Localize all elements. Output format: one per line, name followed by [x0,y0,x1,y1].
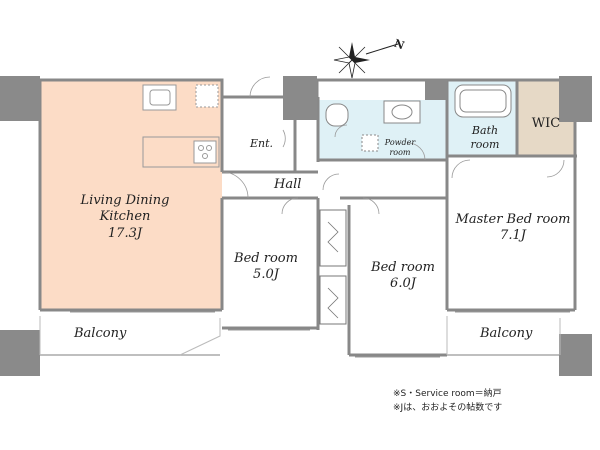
bath-line1: Bath [471,124,499,137]
powder-label: Powder room [380,138,420,158]
bedroom2-label: Bed room 6.0J [364,260,442,293]
master-bedroom-label: Master Bed room 7.1J [450,212,576,245]
bedroom1-name: Bed room [234,251,298,266]
entrance-label: Ent. [250,137,274,150]
wic-label: WIC [531,116,561,131]
stove [193,140,217,164]
column [0,76,40,121]
powder-line1: Powder [384,138,416,147]
column [425,80,447,100]
bath-line2: room [470,137,500,151]
windows [70,311,570,358]
columns [0,76,592,376]
washbasin [391,104,413,120]
bedroom1-size: 5.0J [253,267,279,283]
bedroom2-size: 6.0J [390,276,416,292]
column [559,76,592,122]
ldk-label: Living Dining Kitchen 17.3J [70,193,180,242]
closets [319,209,347,325]
bedroom1-label: Bed room 5.0J [228,251,304,284]
balcony-left-label: Balcony [74,326,127,341]
column [559,334,592,376]
powder-line2: room [389,148,411,157]
master-name: Master Bed room [455,212,571,227]
balcony-rails [39,316,561,356]
ldk-size: 17.3J [107,225,143,241]
toilet [325,103,349,127]
bath-label: Bath room [460,124,510,152]
note-service-room: ※S・Service room＝納戸 [393,389,502,399]
balcony-right-label: Balcony [480,326,533,341]
closet-hatch [327,221,339,319]
bedroom2-name: Bed room [371,260,435,275]
ldk-floor [40,80,222,310]
bath-fixtures [325,84,512,152]
door-swings [221,76,565,215]
master-size: 7.1J [500,228,526,244]
note-j-unit: ※Jは、おおよその帖数です [393,403,503,413]
kitchen-fixtures [142,84,220,168]
hall-label: Hall [274,177,302,192]
ldk-name-line1: Living Dining [80,193,170,208]
compass-icon [333,42,399,79]
column [0,330,40,376]
column [283,76,317,120]
ldk-name-line2: Kitchen [99,209,151,225]
